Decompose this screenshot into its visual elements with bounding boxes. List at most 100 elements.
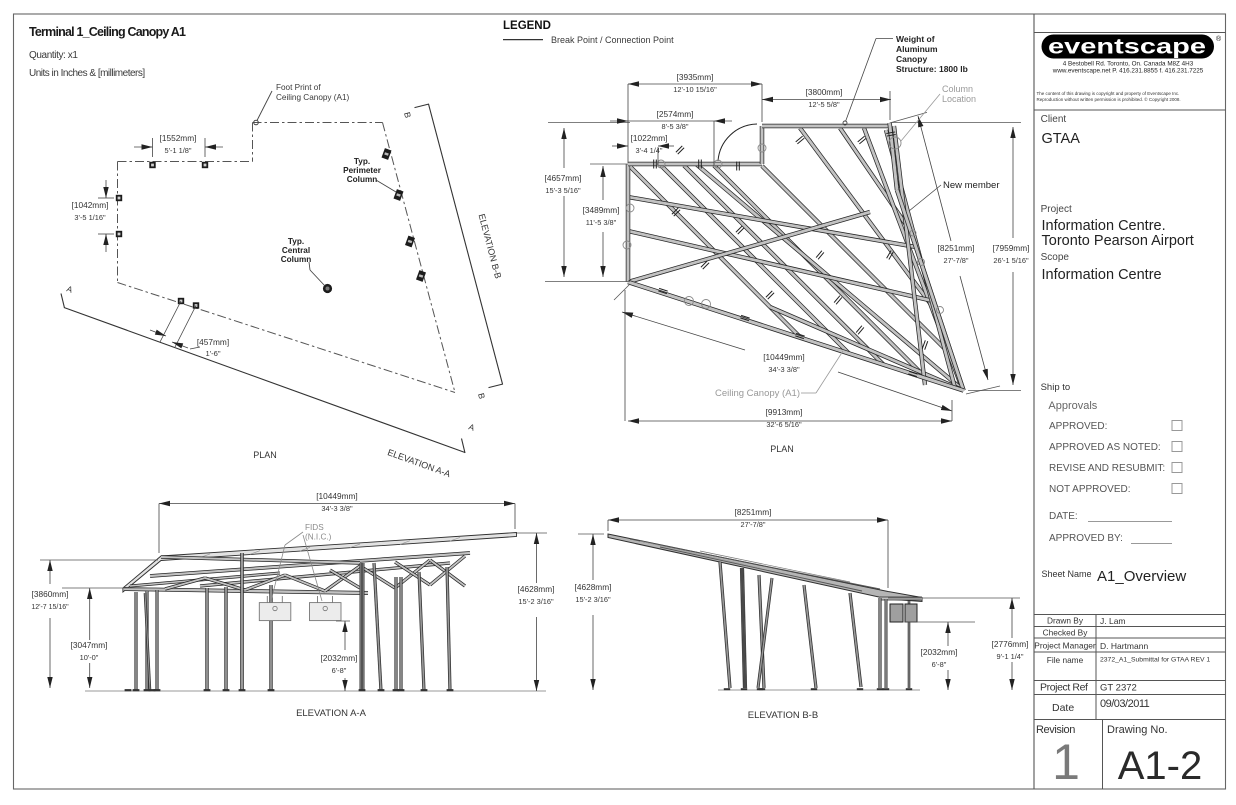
- svg-text:Scope: Scope: [1041, 252, 1070, 263]
- svg-text:Sheet Name: Sheet Name: [1042, 569, 1092, 579]
- svg-text:GTAA: GTAA: [1042, 131, 1081, 147]
- svg-text:Ceiling Canopy (A1): Ceiling Canopy (A1): [715, 388, 800, 399]
- svg-text:[2574mm]: [2574mm]: [657, 109, 694, 119]
- svg-text:3'-4 1/4": 3'-4 1/4": [635, 146, 662, 155]
- svg-text:Foot Print of: Foot Print of: [276, 83, 321, 92]
- svg-text:Project: Project: [1041, 204, 1072, 215]
- svg-text:GT 2372: GT 2372: [1100, 683, 1137, 694]
- svg-text:New member: New member: [943, 180, 1000, 191]
- svg-text:4 Bestobell Rd. Toronto, On.: 4 Bestobell Rd. Toronto, On. Canada M8Z …: [1063, 61, 1194, 68]
- svg-text:[3800mm]: [3800mm]: [806, 87, 843, 97]
- svg-text:15'-3 5/16": 15'-3 5/16": [545, 186, 581, 195]
- svg-text:12'-7 15/16": 12'-7 15/16": [31, 604, 69, 611]
- svg-text:Reproduction without written p: Reproduction without written permission …: [1037, 96, 1181, 102]
- svg-text:Canopy: Canopy: [896, 54, 927, 64]
- svg-text:(N.I.C.): (N.I.C.): [305, 533, 332, 542]
- svg-text:15'-2 3/16": 15'-2 3/16": [575, 595, 611, 604]
- svg-text:[10449mm]: [10449mm]: [316, 491, 358, 501]
- svg-text:6'-8": 6'-8": [932, 660, 947, 669]
- svg-text:[2776mm]: [2776mm]: [992, 639, 1029, 649]
- svg-text:ELEVATION B-B: ELEVATION B-B: [748, 710, 818, 721]
- svg-text:[4628mm]: [4628mm]: [518, 584, 555, 594]
- svg-text:DATE:: DATE:: [1049, 511, 1078, 522]
- svg-text:Typ.: Typ.: [354, 157, 370, 166]
- svg-text:10'-0": 10'-0": [80, 653, 99, 662]
- svg-text:PLAN: PLAN: [253, 450, 277, 460]
- svg-text:Terminal 1_Ceiling Canopy A1: Terminal 1_Ceiling Canopy A1: [29, 25, 186, 39]
- svg-text:J. Lam: J. Lam: [1100, 616, 1126, 626]
- svg-text:11'-5 3/8": 11'-5 3/8": [586, 218, 617, 227]
- svg-text:Break Point / Connection Point: Break Point / Connection Point: [551, 35, 674, 45]
- svg-text:A1_Overview: A1_Overview: [1097, 568, 1186, 585]
- svg-text:[1042mm]: [1042mm]: [72, 200, 109, 210]
- svg-text:[8251mm]: [8251mm]: [938, 243, 975, 253]
- svg-text:Toronto Pearson Airport: Toronto Pearson Airport: [1042, 233, 1194, 249]
- svg-text:[4628mm]: [4628mm]: [575, 582, 612, 592]
- svg-text:[1022mm]: [1022mm]: [631, 133, 668, 143]
- svg-text:D. Hartmann: D. Hartmann: [1100, 641, 1148, 651]
- svg-text:2372_A1_Submittal for GTAA REV: 2372_A1_Submittal for GTAA REV 1: [1100, 657, 1210, 664]
- svg-text:[2032mm]: [2032mm]: [321, 653, 358, 663]
- svg-text:Structure: 1800 lb: Structure: 1800 lb: [896, 64, 968, 74]
- svg-text:Column: Column: [942, 84, 973, 94]
- svg-text:[457mm]: [457mm]: [197, 337, 229, 347]
- svg-text:[10449mm]: [10449mm]: [763, 352, 805, 362]
- svg-text:[8251mm]: [8251mm]: [735, 507, 772, 517]
- svg-text:09/03/2011: 09/03/2011: [1100, 698, 1150, 710]
- svg-text:Drawing No.: Drawing No.: [1107, 724, 1168, 736]
- svg-text:Information Centre.: Information Centre.: [1042, 218, 1166, 234]
- svg-text:FIDS: FIDS: [305, 523, 324, 532]
- svg-text:Checked By: Checked By: [1043, 628, 1089, 638]
- svg-text:[1552mm]: [1552mm]: [160, 133, 197, 143]
- svg-text:8'-5 3/8": 8'-5 3/8": [661, 122, 688, 131]
- svg-text:A: A: [467, 421, 476, 432]
- svg-text:Ship to: Ship to: [1041, 382, 1071, 393]
- svg-text:Project Manager: Project Manager: [1034, 641, 1096, 651]
- svg-text:5'-1 1/8": 5'-1 1/8": [164, 146, 191, 155]
- svg-text:Revision: Revision: [1036, 724, 1075, 736]
- svg-text:APPROVED AS NOTED:: APPROVED AS NOTED:: [1049, 442, 1161, 453]
- svg-text:1'-6": 1'-6": [205, 349, 220, 358]
- svg-text:B: B: [402, 111, 413, 119]
- svg-text:Aluminum: Aluminum: [896, 44, 938, 54]
- svg-text:[3935mm]: [3935mm]: [677, 72, 714, 82]
- svg-text:[3860mm]: [3860mm]: [32, 589, 69, 599]
- svg-text:34'-3 3/8": 34'-3 3/8": [321, 504, 353, 513]
- svg-text:[3047mm]: [3047mm]: [71, 640, 108, 650]
- svg-text:[7959mm]: [7959mm]: [993, 243, 1030, 253]
- svg-text:The content of this drawing is: The content of this drawing is copyright…: [1037, 91, 1180, 96]
- svg-text:APPROVED:: APPROVED:: [1049, 421, 1107, 432]
- svg-text:REVISE AND RESUBMIT:: REVISE AND RESUBMIT:: [1049, 463, 1165, 474]
- svg-text:27'-7/8": 27'-7/8": [944, 256, 969, 265]
- svg-text:NOT APPROVED:: NOT APPROVED:: [1049, 484, 1131, 495]
- svg-text:34'-3 3/8": 34'-3 3/8": [768, 365, 800, 374]
- svg-text:Ceiling Canopy (A1): Ceiling Canopy (A1): [276, 93, 350, 102]
- svg-text:eventscape: eventscape: [1048, 35, 1206, 59]
- svg-text:27'-7/8": 27'-7/8": [741, 520, 766, 529]
- svg-text:File name: File name: [1047, 655, 1084, 665]
- svg-text:Drawn By: Drawn By: [1047, 616, 1084, 626]
- svg-text:Approvals: Approvals: [1048, 400, 1097, 412]
- svg-text:ELEVATION A-A: ELEVATION A-A: [296, 708, 367, 719]
- svg-text:[4657mm]: [4657mm]: [545, 173, 582, 183]
- svg-text:Quantity: x1: Quantity: x1: [29, 50, 78, 61]
- svg-text:1: 1: [1052, 734, 1080, 790]
- svg-text:www.eventscape.net P. 416.231: www.eventscape.net P. 416.231.8855 f. 41…: [1052, 68, 1204, 75]
- svg-text:PLAN: PLAN: [770, 444, 794, 454]
- svg-text:APPROVED BY:: APPROVED BY:: [1049, 533, 1123, 544]
- svg-text:Location: Location: [942, 94, 976, 104]
- svg-text:Client: Client: [1041, 114, 1067, 125]
- svg-text:3'-5 1/16": 3'-5 1/16": [74, 213, 106, 222]
- svg-text:12'-5 5/8": 12'-5 5/8": [808, 100, 840, 109]
- svg-text:[3489mm]: [3489mm]: [583, 205, 620, 215]
- svg-text:®: ®: [1216, 35, 1222, 43]
- svg-text:Column: Column: [281, 255, 311, 264]
- svg-text:Information Centre: Information Centre: [1042, 267, 1162, 283]
- svg-text:Perimeter: Perimeter: [343, 166, 382, 175]
- svg-text:A: A: [65, 283, 74, 294]
- svg-text:Project Ref: Project Ref: [1040, 682, 1088, 694]
- svg-text:A1-2: A1-2: [1118, 744, 1203, 788]
- svg-text:B: B: [476, 392, 487, 400]
- svg-text:15'-2 3/16": 15'-2 3/16": [518, 597, 554, 606]
- svg-text:Units in Inches & [millimeters: Units in Inches & [millimeters]: [29, 68, 145, 79]
